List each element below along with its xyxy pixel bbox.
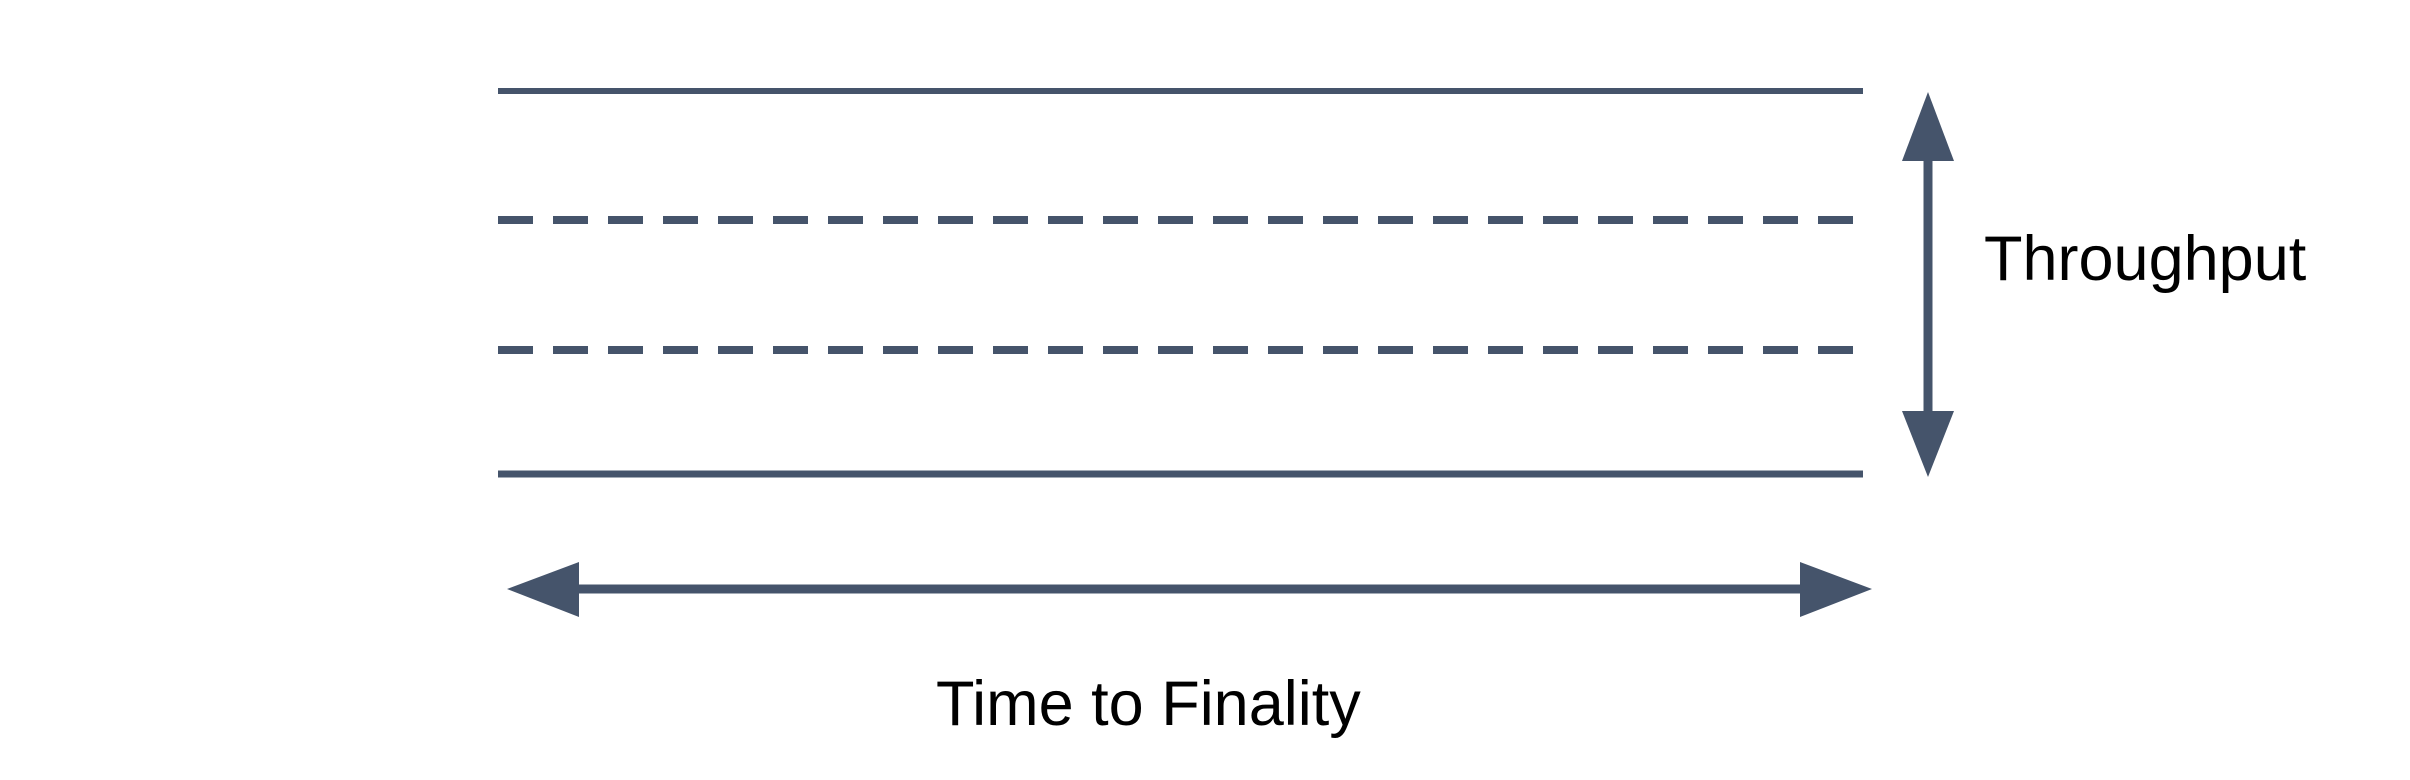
throughput-arrowhead-down [1902, 411, 1954, 477]
time-to-finality-axis-label: Time to Finality [936, 669, 1361, 739]
throughput-axis-label: Throughput [1984, 224, 2307, 294]
time-to-finality-axis-arrow [507, 562, 1872, 617]
time-arrowhead-left [507, 562, 579, 617]
lane-lines-group [498, 88, 1863, 478]
time-arrowhead-right [1800, 562, 1872, 617]
throughput-axis-arrow [1902, 92, 1954, 477]
throughput-arrowhead-up [1902, 92, 1954, 161]
